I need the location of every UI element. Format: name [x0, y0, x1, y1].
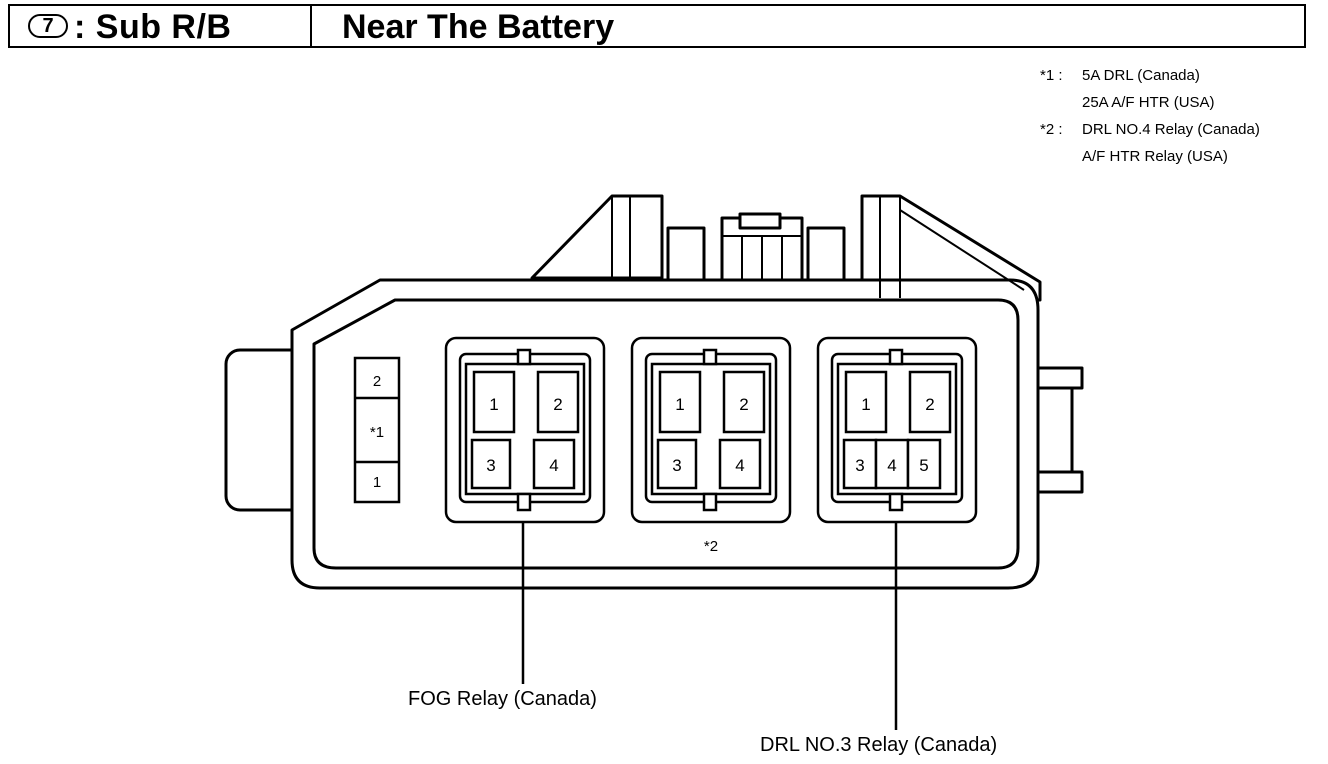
fuse-terminal-bottom: 1 [373, 474, 381, 491]
right-terminal-5 [906, 438, 942, 490]
right-terminal-1-label: 1 [861, 395, 870, 414]
note-1-text-2: 25A A/F HTR (USA) [1082, 94, 1215, 111]
left-terminal-3 [470, 438, 512, 490]
note-2-text-1: DRL NO.4 Relay (Canada) [1082, 121, 1260, 138]
right-terminal-2-label: 2 [925, 395, 934, 414]
right-terminal-4-label: 4 [887, 456, 896, 475]
center-terminal-2 [722, 370, 766, 434]
right-terminal-1 [844, 370, 888, 434]
drl3-relay-callout: DRL NO.3 Relay (Canada) [760, 734, 998, 756]
housing-top-back [530, 194, 664, 280]
fuse-slot [353, 356, 401, 504]
left-terminal-2 [536, 370, 580, 434]
relay-socket-center [630, 336, 792, 524]
note-1-line-2: 25A A/F HTR (USA) [1040, 89, 1260, 116]
note-1-line-1: *1 : 5A DRL (Canada) [1040, 62, 1260, 89]
center-terminal-1-label: 1 [675, 395, 684, 414]
left-terminal-1 [472, 370, 516, 434]
note-1-key: *1 : [1040, 67, 1063, 84]
center-terminal-3 [656, 438, 698, 490]
fuse-terminal-top: 2 [373, 373, 381, 390]
note-2-line-1: *2 : DRL NO.4 Relay (Canada) [1040, 116, 1260, 143]
center-terminal-1 [658, 370, 702, 434]
left-terminal-4-label: 4 [549, 456, 558, 475]
housing-top-tab-4 [806, 226, 846, 282]
left-terminal-1-label: 1 [489, 395, 498, 414]
housing-top-tab-1 [666, 226, 706, 282]
left-terminal-3-label: 3 [486, 456, 495, 475]
header-bar: 7 : Sub R/B Near The Battery [8, 4, 1306, 48]
housing-top-tab-3 [738, 212, 782, 230]
center-terminal-2-label: 2 [739, 395, 748, 414]
fuse-label: *1 [370, 424, 384, 441]
connector-number-badge: 7 [28, 14, 68, 38]
right-terminal-2 [908, 370, 952, 434]
location-code: : Sub R/B [74, 8, 232, 46]
footnotes: *1 : 5A DRL (Canada) 25A A/F HTR (USA) *2… [1040, 62, 1260, 170]
header-divider [310, 6, 312, 46]
left-terminal-4 [532, 438, 576, 490]
center-terminal-4-label: 4 [735, 456, 744, 475]
relay-socket-right [816, 336, 978, 524]
note-2-key: *2 : [1040, 121, 1063, 138]
right-terminal-5-label: 5 [919, 456, 928, 475]
location-name: Near The Battery [342, 8, 615, 46]
note-1-text-1: 5A DRL (Canada) [1082, 67, 1200, 84]
note-2-text-2: A/F HTR Relay (USA) [1082, 148, 1228, 165]
center-relay-marker: *2 [704, 538, 718, 555]
fog-relay-callout: FOG Relay (Canada) [408, 688, 597, 710]
center-terminal-3-label: 3 [672, 456, 681, 475]
note-2-line-2: A/F HTR Relay (USA) [1040, 143, 1260, 170]
left-terminal-2-label: 2 [553, 395, 562, 414]
right-terminal-3-label: 3 [855, 456, 864, 475]
center-terminal-4 [718, 438, 762, 490]
relay-socket-left [444, 336, 606, 524]
